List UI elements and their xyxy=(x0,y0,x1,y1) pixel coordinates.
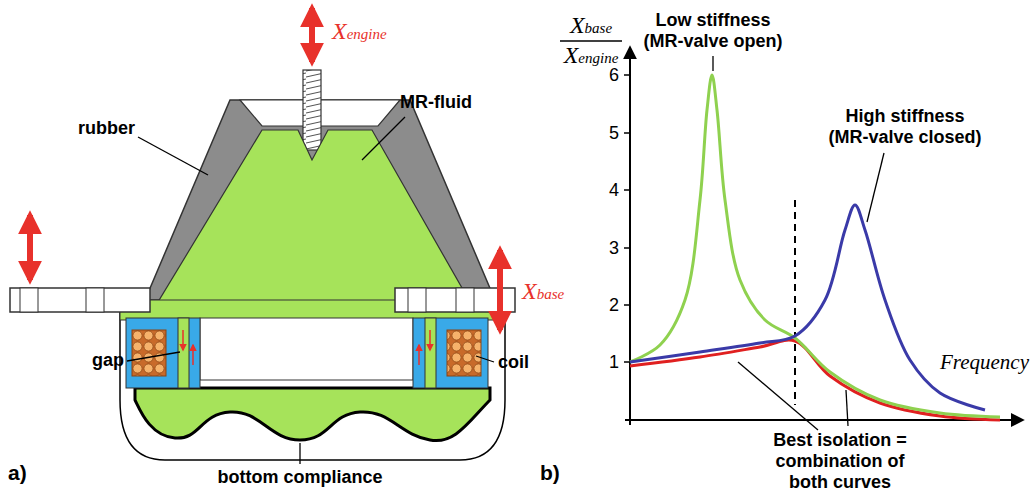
bottom-compliance xyxy=(135,388,490,441)
tick-label: 4 xyxy=(609,180,619,201)
part-label: gap xyxy=(92,350,124,371)
flange xyxy=(10,288,150,312)
engine-mount xyxy=(10,8,515,464)
motion-symbol: Xbase xyxy=(522,278,564,307)
axis-label: Frequency xyxy=(938,352,1031,373)
flange-hole xyxy=(456,288,474,312)
panel-letter: b) xyxy=(540,462,560,483)
curve-label: High stiffness (MR-valve closed) xyxy=(825,106,985,148)
part-label: coil xyxy=(498,352,529,373)
y-axis xyxy=(629,48,631,425)
field-arrows xyxy=(183,330,430,365)
note: Best isolation = combination of both cur… xyxy=(766,430,914,493)
y-ticks xyxy=(624,75,630,362)
tick-label: 6 xyxy=(609,65,619,86)
pole-block xyxy=(126,318,200,388)
high-stiffness-curve xyxy=(630,205,985,410)
tick-label: 2 xyxy=(609,295,619,316)
fraction-bar xyxy=(560,40,622,41)
gap-channel xyxy=(425,318,436,388)
tick-label: 3 xyxy=(609,238,619,259)
gap-channel xyxy=(178,318,189,388)
flange-hole xyxy=(408,288,426,312)
part-label: bottom compliance xyxy=(217,467,382,488)
housing-cup xyxy=(120,300,505,460)
tick-label: 1 xyxy=(609,352,619,373)
curve-label: Low stiffness (MR-valve open) xyxy=(637,10,789,52)
part-label: MR-fluid xyxy=(400,92,472,113)
flange-hole xyxy=(20,288,38,312)
leader-lines xyxy=(127,117,494,464)
motion-arrows xyxy=(30,8,500,330)
tick-label: 5 xyxy=(609,123,619,144)
panel-letter: a) xyxy=(8,462,27,483)
part-label: rubber xyxy=(78,118,135,139)
coil-winding xyxy=(132,330,166,376)
coil-winding xyxy=(447,330,481,376)
flange-hole xyxy=(86,288,104,312)
motion-symbol: Xengine xyxy=(332,18,387,47)
axis-label: Xbase xyxy=(570,12,612,41)
threaded-stud xyxy=(303,70,321,150)
crossover-line xyxy=(794,200,796,405)
pole-block xyxy=(413,318,488,388)
inner-chamber xyxy=(200,318,413,380)
mr-fluid-body xyxy=(158,130,470,302)
